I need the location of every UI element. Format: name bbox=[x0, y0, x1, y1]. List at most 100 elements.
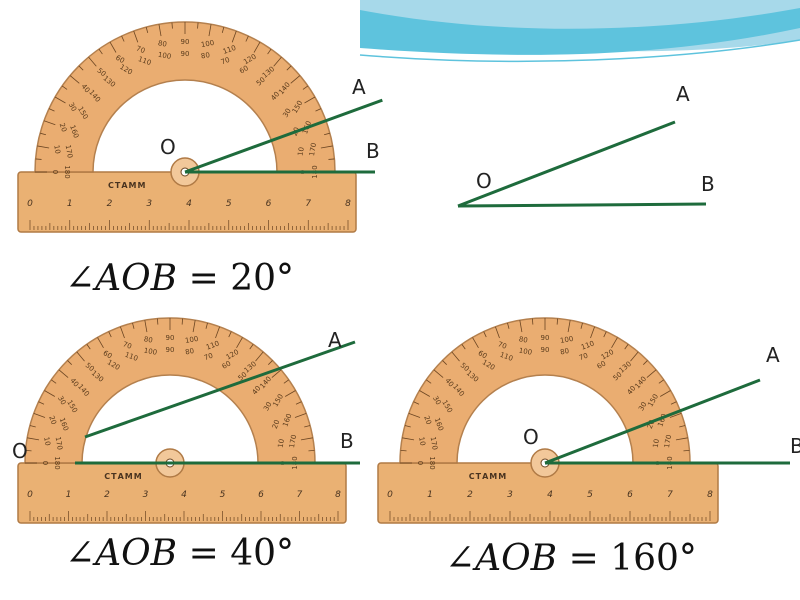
ruler-number: 0 bbox=[387, 490, 393, 500]
protractor-tick bbox=[35, 158, 42, 160]
protractor-tick bbox=[215, 326, 220, 339]
protractor-scale-inner-label: 100 bbox=[157, 51, 172, 61]
protractor-scale-outer-label: 80 bbox=[143, 335, 153, 344]
protractor-tick bbox=[603, 331, 607, 338]
protractor-scale-inner-label: 60 bbox=[238, 64, 250, 75]
protractor-scale-inner-label: 60 bbox=[221, 359, 233, 370]
protractor-tick bbox=[228, 331, 232, 338]
protractor-tick bbox=[37, 145, 50, 149]
angle-symbol: ∠ bbox=[65, 533, 95, 574]
protractor-tick bbox=[404, 425, 411, 428]
protractor-tick bbox=[413, 401, 420, 405]
formula-f3: ∠AOB = 160° bbox=[445, 538, 697, 579]
protractor-scale-outer-label: 70 bbox=[497, 340, 508, 351]
protractor-tick bbox=[320, 145, 333, 149]
formula-f1: ∠AOB = 20° bbox=[65, 258, 294, 299]
protractor-scale-outer-label: 80 bbox=[157, 39, 167, 48]
angle-value: 160° bbox=[610, 538, 697, 579]
protractor-scale-outer-label: 30 bbox=[56, 395, 67, 407]
protractor-scale-inner-label: 180 bbox=[63, 165, 71, 178]
point-label-b: B bbox=[366, 139, 380, 163]
protractor-scale-outer-label: 90 bbox=[166, 334, 175, 342]
protractor-tick bbox=[208, 24, 212, 37]
protractor-scale-inner-label: 10 bbox=[652, 438, 661, 448]
ruler-number: 8 bbox=[335, 490, 341, 500]
protractor-tick bbox=[40, 132, 47, 136]
protractor-tick bbox=[38, 401, 45, 405]
protractor-tick bbox=[590, 326, 595, 339]
protractor-tick bbox=[683, 449, 690, 452]
protractor-tick bbox=[192, 320, 196, 333]
protractor-scale-outer-label: 50 bbox=[84, 361, 96, 373]
angle-value: 20° bbox=[230, 258, 294, 299]
protractor-tick bbox=[286, 65, 292, 71]
protractor-tick bbox=[25, 449, 32, 452]
ruler-number: 7 bbox=[305, 199, 311, 209]
protractor-tick bbox=[519, 320, 523, 333]
protractor-tick bbox=[158, 24, 162, 37]
protractor-scale-inner-label: 20 bbox=[646, 419, 657, 430]
brand-label: СТАММ bbox=[469, 472, 507, 481]
protractor-scale-outer-label: 0 bbox=[416, 461, 424, 465]
protractor-scale-outer-label: 80 bbox=[518, 335, 528, 344]
ruler-number: 3 bbox=[507, 490, 513, 500]
point-label-o: O bbox=[523, 425, 539, 449]
protractor-arc bbox=[399, 317, 691, 464]
protractor-scale-inner-label: 90 bbox=[541, 346, 550, 354]
ruler-number: 4 bbox=[181, 490, 187, 500]
protractor-scale-inner-label: 180 bbox=[53, 456, 61, 469]
protractor-tick bbox=[556, 318, 559, 325]
protractor-scale-inner-label: 40 bbox=[251, 384, 263, 396]
protractor-scale-outer-label: 50 bbox=[95, 66, 107, 78]
ray-oa bbox=[184, 98, 383, 174]
decorative-banner bbox=[359, 0, 800, 63]
ruler-number: 0 bbox=[27, 199, 33, 209]
protractor-scale-outer-label: 60 bbox=[477, 349, 489, 360]
protractor-tick bbox=[205, 322, 208, 329]
protractor-scale-inner-label: 180 bbox=[428, 456, 436, 469]
brand-label: СТАММ bbox=[108, 181, 146, 190]
protractor-tick bbox=[78, 65, 84, 71]
protractor-scale-outer-label: 40 bbox=[79, 82, 91, 94]
protractor-tick bbox=[231, 30, 237, 43]
ruler-number: 8 bbox=[345, 199, 351, 209]
ruler-number: 2 bbox=[104, 490, 110, 500]
standalone-ray-ob bbox=[457, 202, 707, 208]
protractor-scale-outer-label: 70 bbox=[122, 340, 133, 351]
protractor-scale-outer-label: 20 bbox=[422, 415, 433, 426]
protractor-figure-1: 0102030405060708090100110120130140150160… bbox=[17, 21, 383, 233]
protractor-tick bbox=[472, 337, 479, 349]
ruler-number: 7 bbox=[297, 490, 303, 500]
protractor-scale-outer-label: 90 bbox=[541, 334, 550, 342]
protractor-tick bbox=[495, 326, 500, 339]
protractor-tick bbox=[425, 379, 432, 384]
protractor-scale-outer-label: 50 bbox=[459, 361, 471, 373]
protractor-scale-inner-label: 40 bbox=[626, 384, 638, 396]
ruler-number: 5 bbox=[226, 199, 232, 209]
standalone-angle: ABO bbox=[457, 82, 715, 208]
protractor-tick bbox=[271, 369, 282, 378]
protractor-tick bbox=[408, 413, 421, 418]
ruler-number: 5 bbox=[220, 490, 226, 500]
protractor-tick bbox=[273, 56, 282, 67]
protractor-scale-outer-label: 100 bbox=[559, 335, 574, 345]
protractor-scale-inner-label: 50 bbox=[612, 371, 624, 383]
standalone-label-a: A bbox=[676, 82, 690, 106]
point-label-a: A bbox=[328, 328, 342, 352]
brand-label: СТАММ bbox=[104, 472, 142, 481]
protractor-scale-outer-label: 0 bbox=[51, 170, 59, 174]
protractor-scale-outer-label: 0 bbox=[41, 461, 49, 465]
protractor-tick bbox=[304, 425, 311, 428]
protractor-tick bbox=[315, 108, 322, 112]
angle-name: AOB bbox=[92, 258, 177, 299]
protractor-scale-outer-label: 100 bbox=[184, 335, 199, 345]
protractor-scale-outer-label: 10 bbox=[42, 436, 51, 446]
protractor-tick bbox=[567, 320, 571, 333]
protractor-scale-inner-label: 70 bbox=[203, 352, 214, 363]
standalone-label-o: O bbox=[476, 169, 492, 193]
protractor-tick bbox=[611, 337, 618, 349]
protractor-tick bbox=[308, 449, 315, 452]
protractor-tick bbox=[531, 318, 534, 325]
protractor-tick bbox=[675, 437, 688, 441]
protractor-scale-outer-label: 20 bbox=[47, 415, 58, 426]
